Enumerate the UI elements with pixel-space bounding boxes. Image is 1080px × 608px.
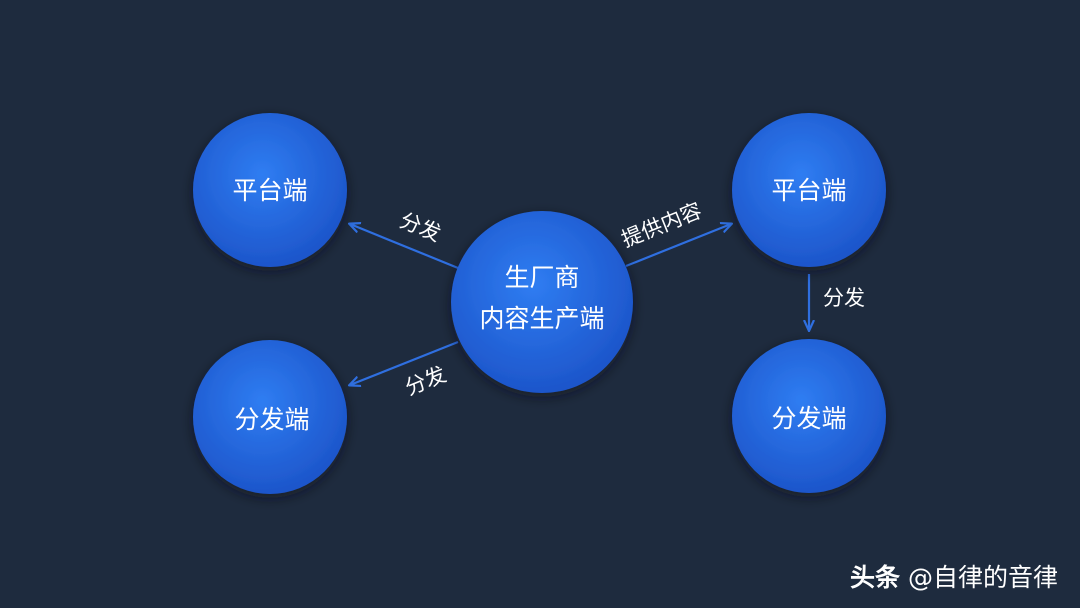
edge-center-to-left-bottom (350, 340, 459, 385)
watermark-brand: 头条 (849, 563, 900, 592)
watermark: 头条@自律的音律 (850, 558, 1058, 594)
node-center-line2: 内容生产端 (479, 304, 604, 333)
node-distribution-right: 分发端 (732, 339, 886, 493)
edge-label-left-top: 分发 (396, 208, 444, 246)
edge-label-right-top: 提供内容 (618, 198, 705, 252)
node-platform-right: 平台端 (732, 113, 886, 267)
node-distribution-left-label: 分发端 (234, 405, 309, 434)
node-center-producer: 生厂商 内容生产端 (451, 211, 633, 393)
edge-center-to-right-top (625, 224, 731, 268)
edge-label-left-bottom: 分发 (402, 362, 450, 400)
watermark-handle: @自律的音律 (907, 563, 1058, 592)
node-platform-right-label: 平台端 (771, 176, 846, 205)
node-center-line1: 生厂商 (504, 263, 579, 292)
node-platform-left: 平台端 (193, 113, 347, 267)
edge-label-right-vertical: 分发 (823, 286, 865, 310)
edge-center-to-left-top (350, 224, 459, 270)
node-platform-left-label: 平台端 (232, 176, 307, 205)
node-distribution-left: 分发端 (193, 340, 347, 494)
node-distribution-right-label: 分发端 (771, 404, 846, 433)
